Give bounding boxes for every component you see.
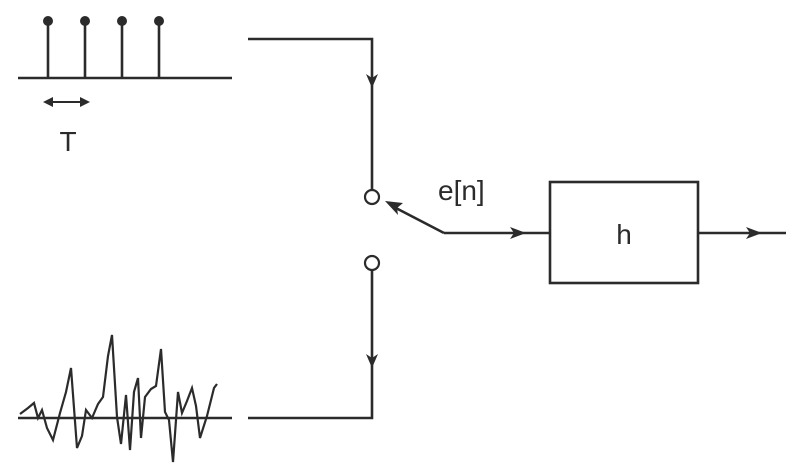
noise-waveform (19, 334, 218, 463)
period-arrow-right-head (80, 97, 90, 107)
impulse-train (18, 16, 232, 80)
output-arrow (746, 227, 762, 239)
upper-branch (248, 37, 378, 190)
switch-arm (391, 204, 445, 235)
period-marker: T (43, 97, 90, 157)
switch-arm-arrowhead (385, 201, 403, 215)
switch-upper-contact (363, 188, 381, 206)
switch-output-label: e[n] (438, 175, 485, 206)
lower-branch (248, 270, 378, 420)
impulse-1-dot (43, 16, 53, 26)
impulse-4-dot (154, 16, 164, 26)
output-path (698, 227, 786, 239)
filter-block: h (548, 180, 700, 285)
filter-box (548, 180, 700, 285)
switch (363, 188, 445, 272)
lower-wire-arrow (366, 354, 378, 368)
switch-lower-contact (363, 254, 381, 272)
excitation-path: e[n] (438, 175, 550, 239)
upper-wire-arrow (366, 74, 378, 88)
period-arrow-left-head (43, 97, 53, 107)
excitation-arrow (510, 227, 526, 239)
impulse-3-dot (117, 16, 127, 26)
impulse-2-dot (80, 16, 90, 26)
period-label: T (59, 126, 76, 157)
noise-source (18, 334, 232, 463)
filter-label: h (616, 219, 632, 250)
lower-wire (248, 270, 374, 420)
upper-wire (248, 37, 374, 190)
